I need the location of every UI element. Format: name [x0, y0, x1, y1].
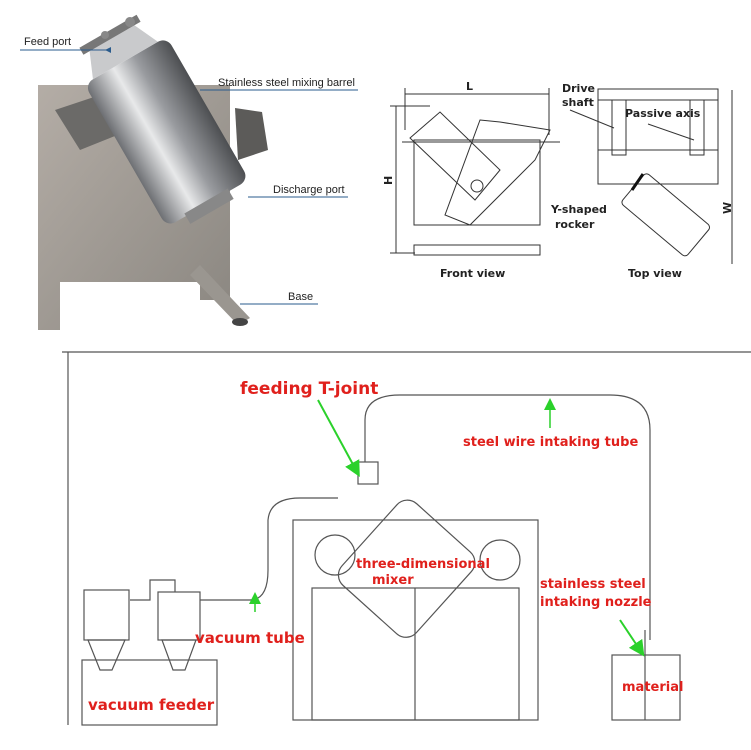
conveying-schematic: feeding T-joint steel wire intaking tube… — [62, 351, 751, 726]
drive-shaft-label-2: shaft — [562, 96, 594, 109]
discharge-port-label: Discharge port — [273, 184, 345, 196]
y-rocker-label-1: Y-shaped — [550, 203, 607, 216]
dim-h-label: H — [382, 176, 395, 185]
front-view-drawing: L H Front view — [382, 80, 560, 280]
steel-wire-tube-label: steel wire intaking tube — [463, 435, 638, 450]
base-label: Base — [288, 291, 313, 303]
vacuum-feeder-base — [81, 659, 218, 726]
passive-axis-label: Passive axis — [625, 107, 701, 120]
mixer-photo — [38, 14, 268, 330]
dim-l-label: L — [466, 80, 473, 93]
dim-w-label: W — [721, 202, 734, 214]
t-joint-arrow — [317, 399, 360, 478]
top-view-caption: Top view — [628, 267, 682, 280]
mixer-label-1: three-dimensional — [356, 557, 490, 572]
top-view-drawing: W Drive shaft Passive axis Y-shaped rock… — [550, 82, 734, 280]
photo-callouts: Feed port Stainless steel mixing barrel … — [20, 36, 358, 305]
y-rocker-label-2: rocker — [555, 218, 595, 231]
vacuum-feeder-label: vacuum feeder — [88, 696, 215, 714]
feed-port-label: Feed port — [24, 36, 71, 48]
drive-shaft-label-1: Drive — [562, 82, 595, 95]
mixing-barrel-label: Stainless steel mixing barrel — [218, 77, 355, 89]
mixer-label-2: mixer — [372, 573, 414, 588]
vacuum-tube-label: vacuum tube — [195, 629, 305, 647]
front-view-caption: Front view — [440, 267, 505, 280]
nozzle-label-2: intaking nozzle — [540, 595, 652, 610]
feeding-t-joint-label: feeding T-joint — [240, 379, 378, 399]
nozzle-arrow — [619, 619, 645, 657]
nozzle-label-1: stainless steel — [540, 577, 646, 592]
material-label: material — [622, 680, 683, 695]
